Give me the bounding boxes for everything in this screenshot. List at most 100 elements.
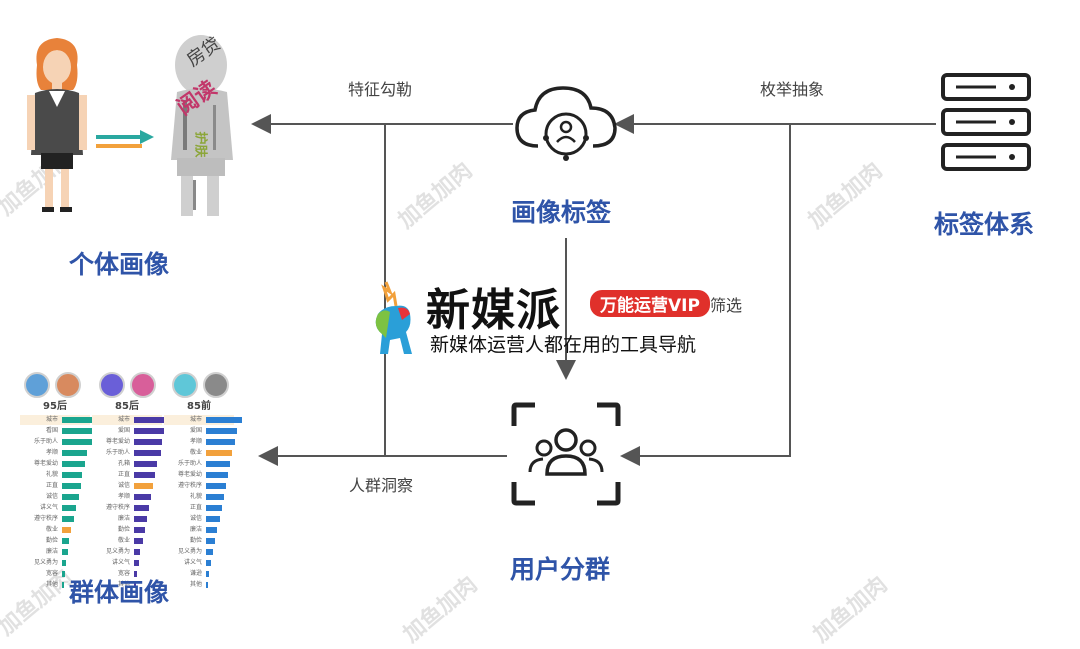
silhouette-shape-icon	[171, 35, 233, 216]
avatar	[172, 372, 198, 398]
group-row-bar	[134, 571, 137, 577]
brand-badge: 万能运营VIP	[590, 290, 710, 317]
group-row: 孝顺	[164, 437, 235, 447]
group-row-label: 尊老爱幼	[33, 460, 58, 467]
group-row-bar	[206, 516, 220, 522]
group-row: 遵守秩序	[92, 503, 162, 513]
node-group-portrait: 群体画像	[69, 578, 170, 607]
group-row-bar	[62, 516, 74, 522]
group-row-bar	[134, 538, 143, 544]
group-row-bar	[206, 582, 208, 588]
group-row-label: 正直	[45, 482, 58, 489]
group-row-label: 正直	[189, 504, 202, 511]
group-column-header: 95后	[43, 401, 67, 412]
group-row-label: 尊老爱幼	[177, 471, 202, 478]
edge-system-to-segmentation	[620, 124, 791, 466]
transform-arrow-icon	[96, 130, 154, 148]
group-row-label: 城市	[45, 416, 58, 423]
group-row-label: 礼貌	[45, 471, 58, 478]
group-row: 敬业	[164, 448, 234, 458]
group-row: 见义勇为	[20, 558, 90, 568]
group-row: 礼貌	[164, 492, 234, 502]
group-row-bar	[206, 549, 213, 555]
group-row-bar	[134, 472, 155, 478]
edge-label-enumerate-abstract: 枚举抽象	[760, 80, 825, 99]
avatar-pair	[99, 372, 157, 402]
group-row: 敬业	[92, 536, 162, 546]
group-row: 宽容	[20, 569, 90, 579]
group-row: 廉洁	[164, 525, 234, 535]
group-row-bar	[134, 450, 161, 456]
group-row-bar	[206, 483, 226, 489]
group-row: 讲义气	[20, 503, 90, 513]
group-row-label: 谦逊	[189, 570, 202, 577]
group-row: 正直	[20, 481, 90, 491]
group-row-bar	[62, 527, 71, 533]
group-row-bar	[134, 439, 162, 445]
group-row: 爱国	[92, 426, 164, 436]
group-row-label: 尊老爱幼	[105, 438, 130, 445]
group-row-label: 讲义气	[111, 559, 130, 566]
group-row-label: 礼貌	[189, 493, 202, 500]
group-row-label: 乐于助人	[33, 438, 58, 445]
group-row-label: 见义勇为	[33, 559, 58, 566]
group-row: 孔箱	[92, 459, 162, 469]
group-column: 95后城市看国乐于助人孝顺尊老爱幼礼貌正直诚信讲义气遵守秩序敬业勤俭廉洁见义勇为…	[20, 397, 97, 591]
group-column: 85前城市爱国孝顺敬业乐于助人尊老爱幼遵守秩序礼貌正直诚信廉洁勤俭见义勇为讲义气…	[164, 397, 242, 591]
group-row-bar	[134, 428, 164, 434]
group-row-label: 乐于助人	[177, 460, 202, 467]
group-row-label: 遵守秩序	[33, 515, 58, 522]
group-row-label: 廉洁	[189, 526, 202, 533]
group-column-header: 85前	[187, 401, 211, 412]
wordcloud-silhouette: 房贷 阅读 护肤	[163, 30, 243, 220]
group-row-label: 见义勇为	[105, 548, 130, 555]
group-row-bar	[62, 571, 65, 577]
woman-figure-icon	[27, 38, 87, 212]
group-row-bar	[62, 461, 85, 467]
brand-name: 新媒派	[426, 285, 561, 336]
group-row-bar	[134, 417, 169, 423]
avatar	[99, 372, 125, 398]
group-row-label: 诚信	[117, 482, 130, 489]
node-individual-portrait: 个体画像	[69, 250, 170, 279]
group-row-label: 爱国	[117, 427, 130, 434]
user-group-frame-icon	[511, 402, 621, 506]
group-row-bar	[206, 560, 211, 566]
group-row-label: 其他	[45, 581, 58, 588]
group-row-bar	[62, 428, 92, 434]
group-row-label: 勤俭	[45, 537, 58, 544]
group-row: 遵守秩序	[164, 481, 234, 491]
node-portrait-tags: 画像标签	[511, 198, 612, 227]
group-row-label: 看国	[45, 427, 58, 434]
edge-label-filter: 筛选	[710, 296, 743, 315]
group-row-label: 其他	[189, 581, 202, 588]
group-row-label: 城市	[117, 416, 130, 423]
group-row: 乐于助人	[164, 459, 234, 469]
node-user-segmentation: 用户分群	[510, 555, 611, 584]
group-column-header: 85后	[115, 401, 139, 412]
group-row-bar	[62, 582, 64, 588]
group-row-label: 城市	[189, 416, 202, 423]
group-row: 遵守秩序	[20, 514, 90, 524]
avatar-pair	[172, 372, 230, 402]
group-column: 85后城市爱国尊老爱幼乐于助人孔箱正直诚信孝顺遵守秩序廉洁勤俭敬业见义勇为讲义气…	[92, 397, 169, 591]
group-row-bar	[206, 494, 224, 500]
group-row: 乐于助人	[92, 448, 162, 458]
group-row-label: 孔箱	[117, 460, 130, 467]
server-stack-icon	[941, 73, 1031, 171]
group-row-label: 诚信	[45, 493, 58, 500]
group-row: 宽容	[92, 569, 162, 579]
group-row: 尊老爱幼	[92, 437, 162, 447]
group-row-bar	[206, 472, 228, 478]
group-row-bar	[134, 505, 149, 511]
group-row-label: 敬业	[117, 537, 130, 544]
group-row: 孝顺	[20, 448, 90, 458]
group-row: 城市	[92, 415, 169, 425]
group-row-label: 廉洁	[117, 515, 130, 522]
avatar	[24, 372, 50, 398]
group-row-label: 讲义气	[39, 504, 58, 511]
group-row-label: 敬业	[45, 526, 58, 533]
avatar	[130, 372, 157, 398]
group-row-bar	[62, 439, 92, 445]
group-row-bar	[134, 527, 145, 533]
